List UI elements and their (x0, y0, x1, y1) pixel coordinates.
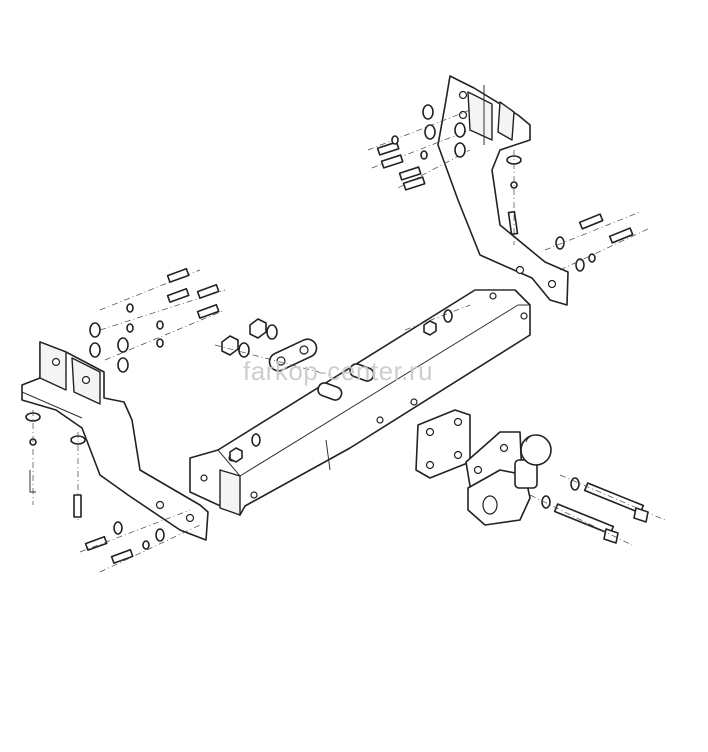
strap-plate (268, 338, 318, 372)
right-bracket-fasteners (367, 104, 651, 272)
main-cross-beam (189, 289, 531, 516)
ball-mounting-plate (415, 409, 471, 479)
left-mounting-bracket (21, 341, 209, 541)
long-bolts (529, 474, 666, 546)
watermark-text: farkop-center.ru (243, 356, 434, 386)
right-mounting-bracket (437, 75, 569, 306)
beam-fasteners (214, 304, 471, 463)
spacer-tubes (317, 363, 375, 401)
tow-ball-assembly (465, 431, 552, 526)
left-bracket-fasteners (25, 267, 226, 573)
